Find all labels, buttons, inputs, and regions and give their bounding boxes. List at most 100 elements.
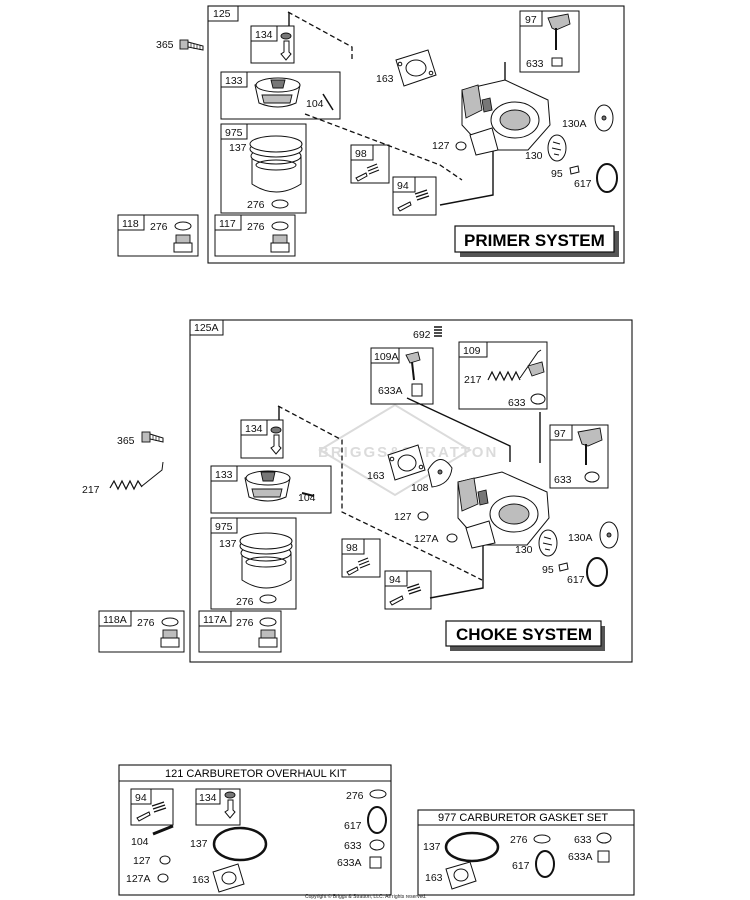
box-118 xyxy=(117,214,199,257)
label-130A: 130A xyxy=(568,532,593,544)
kit-part-163-gasket xyxy=(212,863,245,893)
box-118A xyxy=(98,610,185,653)
part-137-bowl xyxy=(239,532,293,589)
label-276-b: 276 xyxy=(137,617,155,629)
overhaul-kit-section: 121 CARBURETOR OVERHAUL KIT 94 134 104 1… xyxy=(118,764,392,896)
label-117: 117 xyxy=(219,218,236,230)
primer-system-section: 125 365 134 133 104 975 xyxy=(117,5,625,264)
kit-label-94: 94 xyxy=(135,792,147,804)
label-127: 127 xyxy=(432,140,450,152)
label-130: 130 xyxy=(525,150,543,162)
kit-part-137-gasket xyxy=(212,826,268,862)
label-95: 95 xyxy=(542,564,554,576)
choke-frame-label: 125A xyxy=(194,322,219,334)
part-133-float xyxy=(254,77,301,108)
part-133-float xyxy=(244,470,291,502)
part-163-gasket xyxy=(395,49,437,87)
part-104-pin xyxy=(301,492,315,497)
set-label-633: 633 xyxy=(574,834,592,846)
part-137-bowl xyxy=(249,135,303,193)
box-109A xyxy=(370,347,434,405)
part-130-plate xyxy=(547,134,567,162)
label-109: 109 xyxy=(463,345,481,357)
box-975 xyxy=(210,517,297,610)
label-633-b: 633 xyxy=(554,474,572,486)
label-975: 975 xyxy=(215,521,233,533)
box-133 xyxy=(210,465,332,514)
linkage-line-2 xyxy=(439,142,494,206)
part-117-nut xyxy=(270,234,290,253)
box-117 xyxy=(214,214,296,257)
kit-part-134-needle xyxy=(224,791,236,819)
label-98: 98 xyxy=(355,148,367,160)
part-217-spring-b xyxy=(109,461,164,491)
label-276-a: 276 xyxy=(236,596,254,608)
label-692: 692 xyxy=(413,329,431,341)
kit-part-104-pin xyxy=(152,824,174,836)
box-975 xyxy=(220,123,307,214)
part-109A-shaft xyxy=(405,351,421,381)
label-217-a: 217 xyxy=(464,374,482,386)
linkage-line-3 xyxy=(429,545,484,599)
kit-part-94-screw xyxy=(136,801,167,822)
part-97-shaft xyxy=(547,13,571,50)
assembly-line-lower xyxy=(304,113,463,181)
label-94: 94 xyxy=(397,180,409,192)
part-95-screw xyxy=(558,562,569,572)
primer-system-title: PRIMER SYSTEM xyxy=(464,231,605,250)
label-633A: 633A xyxy=(378,385,403,397)
label-117A: 117A xyxy=(203,614,227,626)
set-label-617: 617 xyxy=(512,860,530,872)
label-109A: 109A xyxy=(374,351,399,363)
part-163-gasket xyxy=(387,444,426,481)
overhaul-kit-title: 121 CARBURETOR OVERHAUL KIT xyxy=(165,768,347,780)
kit-box-94 xyxy=(130,788,174,826)
label-130: 130 xyxy=(515,544,533,556)
part-104-pin xyxy=(322,93,334,111)
primer-frame xyxy=(207,5,625,264)
label-127: 127 xyxy=(394,511,412,523)
set-label-163: 163 xyxy=(425,872,443,884)
part-134-needle xyxy=(270,426,282,455)
kit-label-127A: 127A xyxy=(126,873,151,885)
part-276-washer xyxy=(271,199,289,209)
label-276-a: 276 xyxy=(247,199,265,211)
label-137: 137 xyxy=(219,538,237,550)
kit-label-134: 134 xyxy=(199,792,217,804)
part-365-screw xyxy=(141,431,164,443)
label-104: 104 xyxy=(306,98,324,110)
box-117A xyxy=(198,610,282,653)
box-133 xyxy=(220,71,341,120)
label-163: 163 xyxy=(376,73,394,85)
part-118-bolt xyxy=(173,234,193,253)
kit-label-104: 104 xyxy=(131,836,149,848)
gasket-set-frame xyxy=(417,809,635,896)
label-617: 617 xyxy=(574,178,592,190)
label-134: 134 xyxy=(245,423,263,435)
label-217-b: 217 xyxy=(82,484,100,496)
part-130-plate xyxy=(538,529,558,557)
label-163: 163 xyxy=(367,470,385,482)
part-98-screw xyxy=(346,557,371,576)
box-97 xyxy=(519,10,580,73)
label-133: 133 xyxy=(215,469,233,481)
label-108: 108 xyxy=(411,482,429,494)
part-97-shaft xyxy=(577,427,603,465)
linkage-line-1 xyxy=(406,397,511,462)
label-127A: 127A xyxy=(414,533,439,545)
primer-frame-label: 125 xyxy=(213,8,231,20)
part-94-screw xyxy=(397,189,430,212)
gasket-set-title: 977 CARBURETOR GASKET SET xyxy=(438,812,608,824)
part-617-oring xyxy=(596,163,618,193)
copyright-notice: Copyright © Briggs & Stratton, LLC. All … xyxy=(305,893,427,900)
set-label-633A: 633A xyxy=(568,851,593,863)
assembly-line-main xyxy=(277,405,483,581)
label-98: 98 xyxy=(346,542,358,554)
label-118: 118 xyxy=(122,218,139,230)
label-276-c: 276 xyxy=(247,221,265,233)
label-975: 975 xyxy=(225,127,243,139)
label-94: 94 xyxy=(389,574,401,586)
part-692-spring xyxy=(434,326,442,337)
label-130A: 130A xyxy=(562,118,587,130)
